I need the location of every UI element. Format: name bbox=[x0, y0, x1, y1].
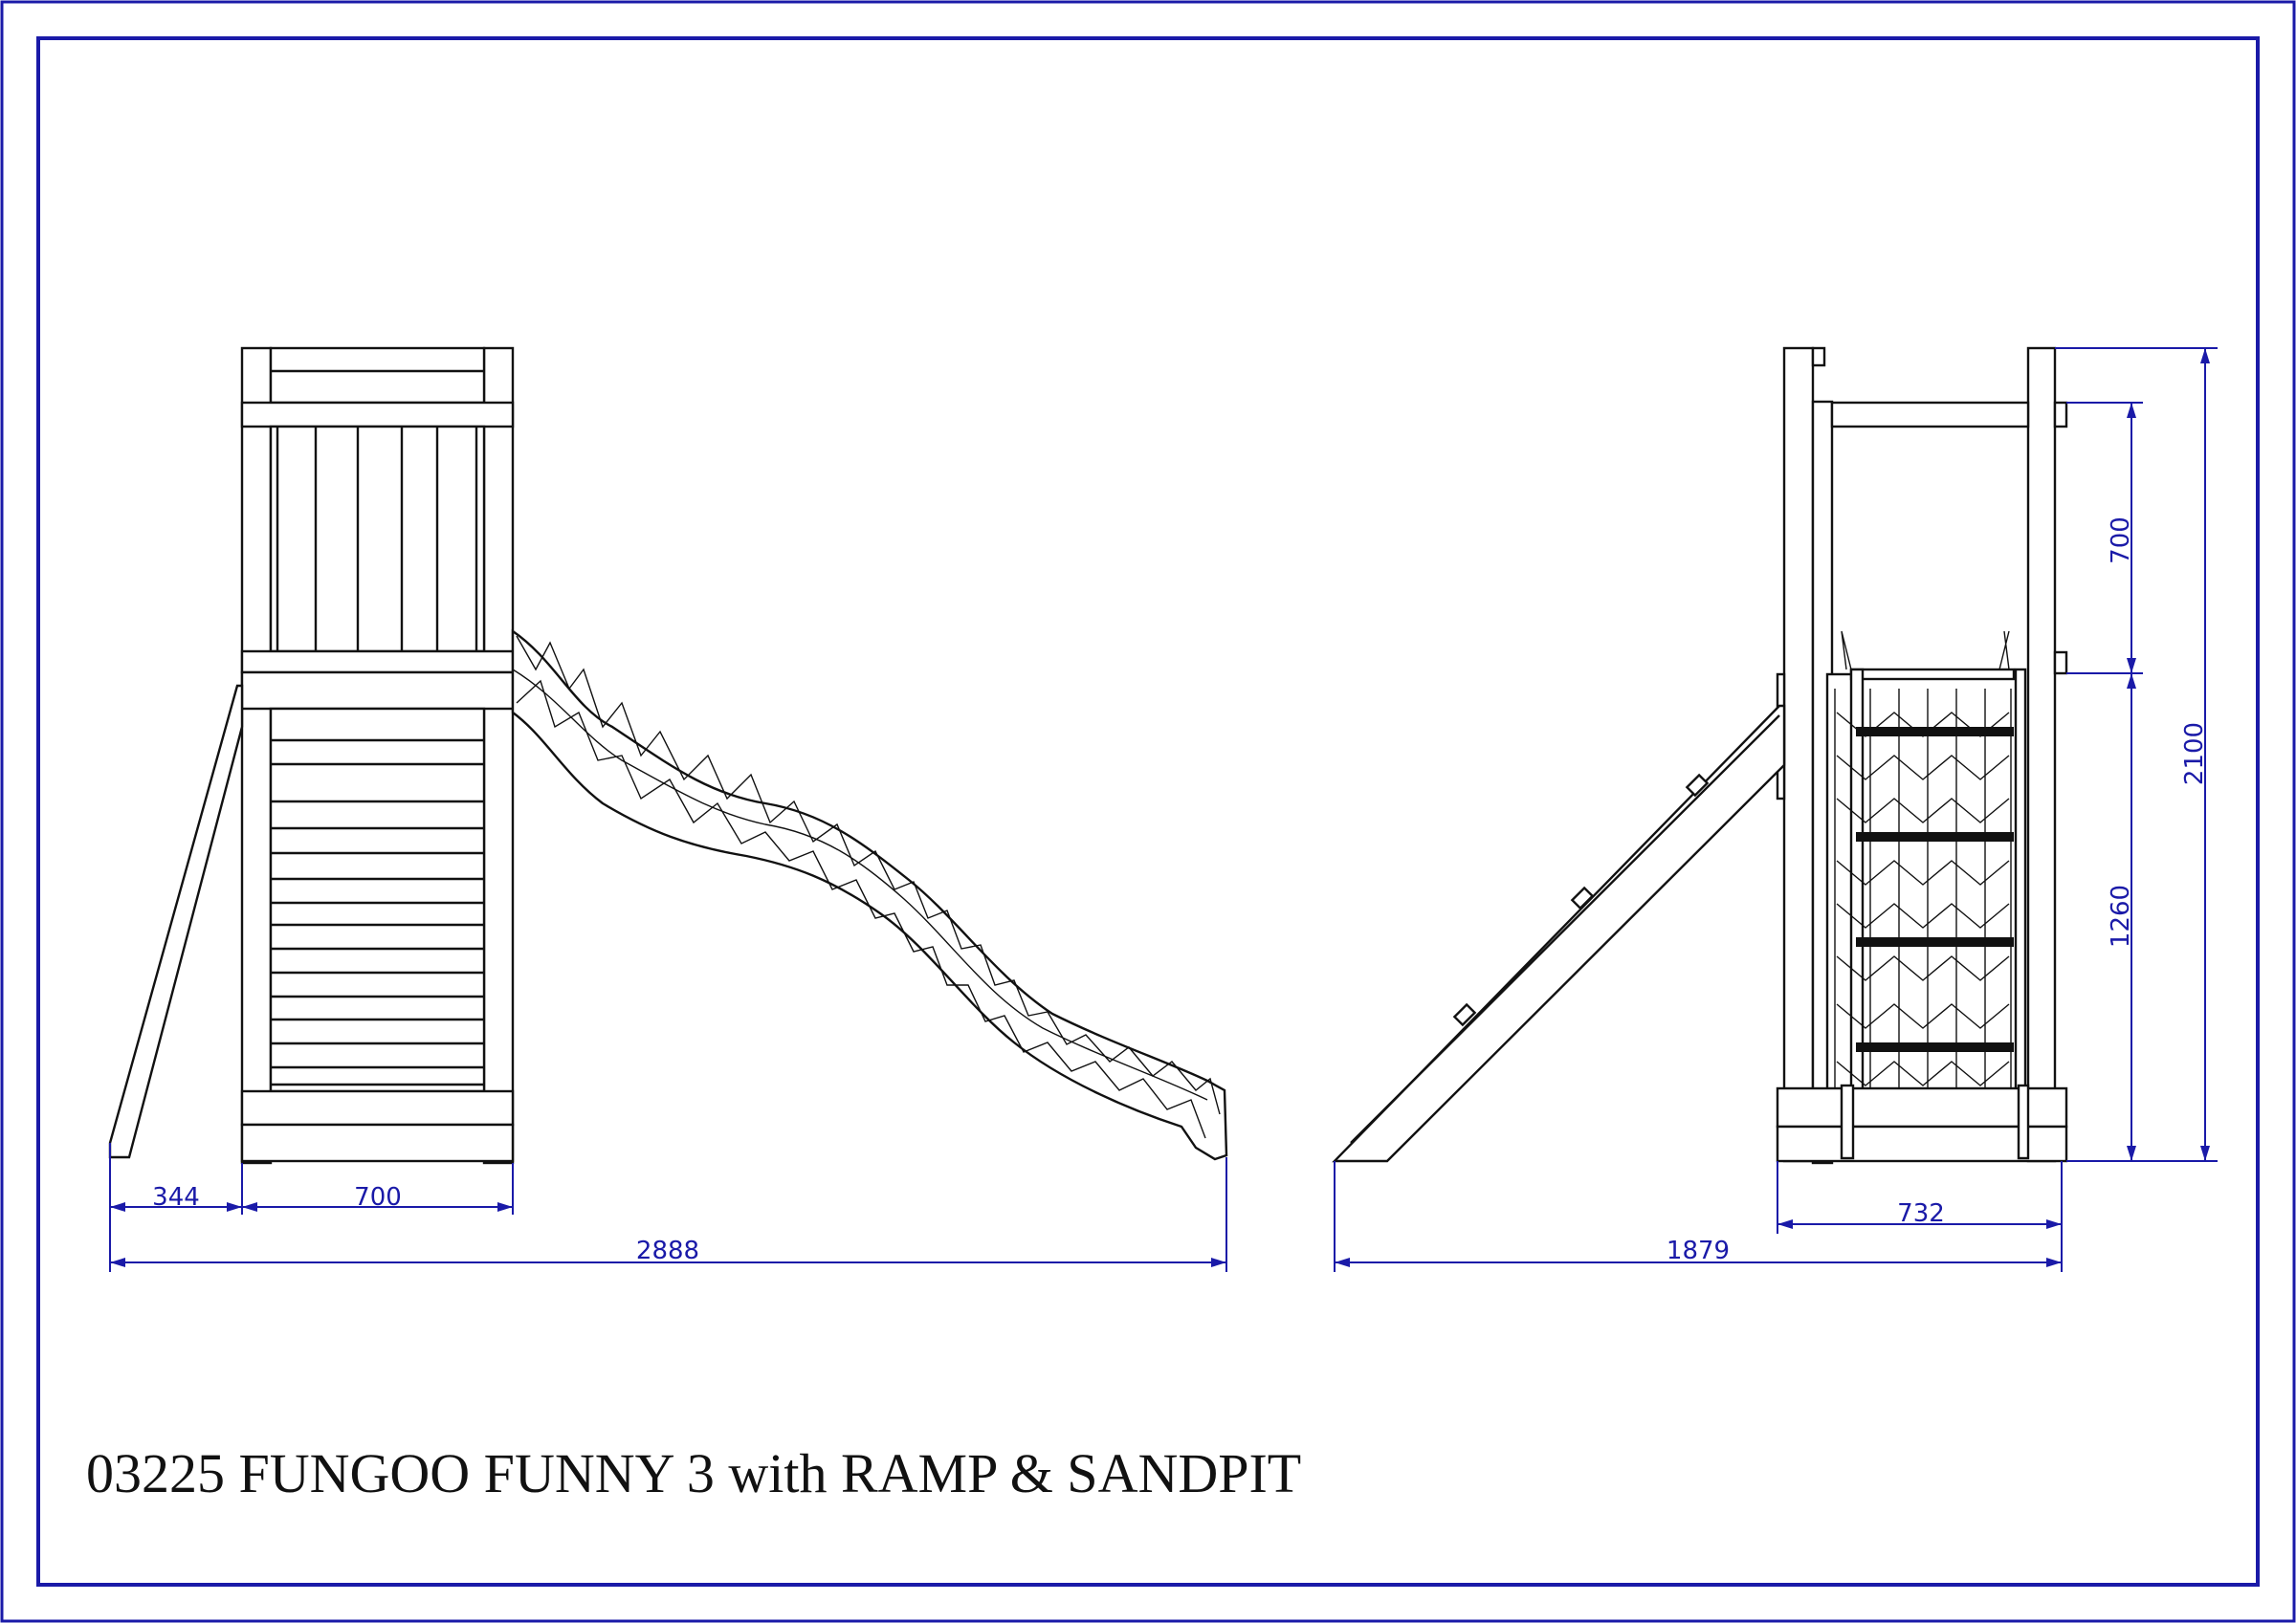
front-railing-slats bbox=[276, 427, 478, 651]
front-ladder bbox=[108, 684, 244, 1159]
front-slide bbox=[511, 628, 1228, 1161]
front-wall-boards bbox=[271, 738, 484, 1086]
dim-700-side-label: 700 bbox=[2107, 516, 2135, 564]
side-view bbox=[1332, 346, 2068, 1165]
dim-700-front-label: 700 bbox=[354, 1183, 402, 1212]
dim-732-label: 732 bbox=[1897, 1199, 1945, 1228]
front-dimensions bbox=[109, 1143, 1227, 1272]
front-slide-mesh bbox=[512, 635, 1221, 1139]
dim-2888-label: 2888 bbox=[636, 1237, 699, 1265]
side-net-mesh bbox=[1834, 630, 2012, 1090]
dim-1879-label: 1879 bbox=[1667, 1237, 1730, 1265]
side-ramp-grips bbox=[1452, 773, 1710, 1027]
inner-border bbox=[36, 36, 2260, 1587]
drawing-title: 03225 FUNGOO FUNNY 3 with RAMP & SANDPIT bbox=[86, 1442, 1301, 1504]
dim-2100-label: 2100 bbox=[2180, 722, 2209, 785]
dim-1260-label: 1260 bbox=[2107, 885, 2135, 948]
side-dimensions bbox=[1334, 347, 2218, 1272]
dim-344-label: 344 bbox=[152, 1183, 200, 1212]
front-view bbox=[108, 346, 1228, 1165]
